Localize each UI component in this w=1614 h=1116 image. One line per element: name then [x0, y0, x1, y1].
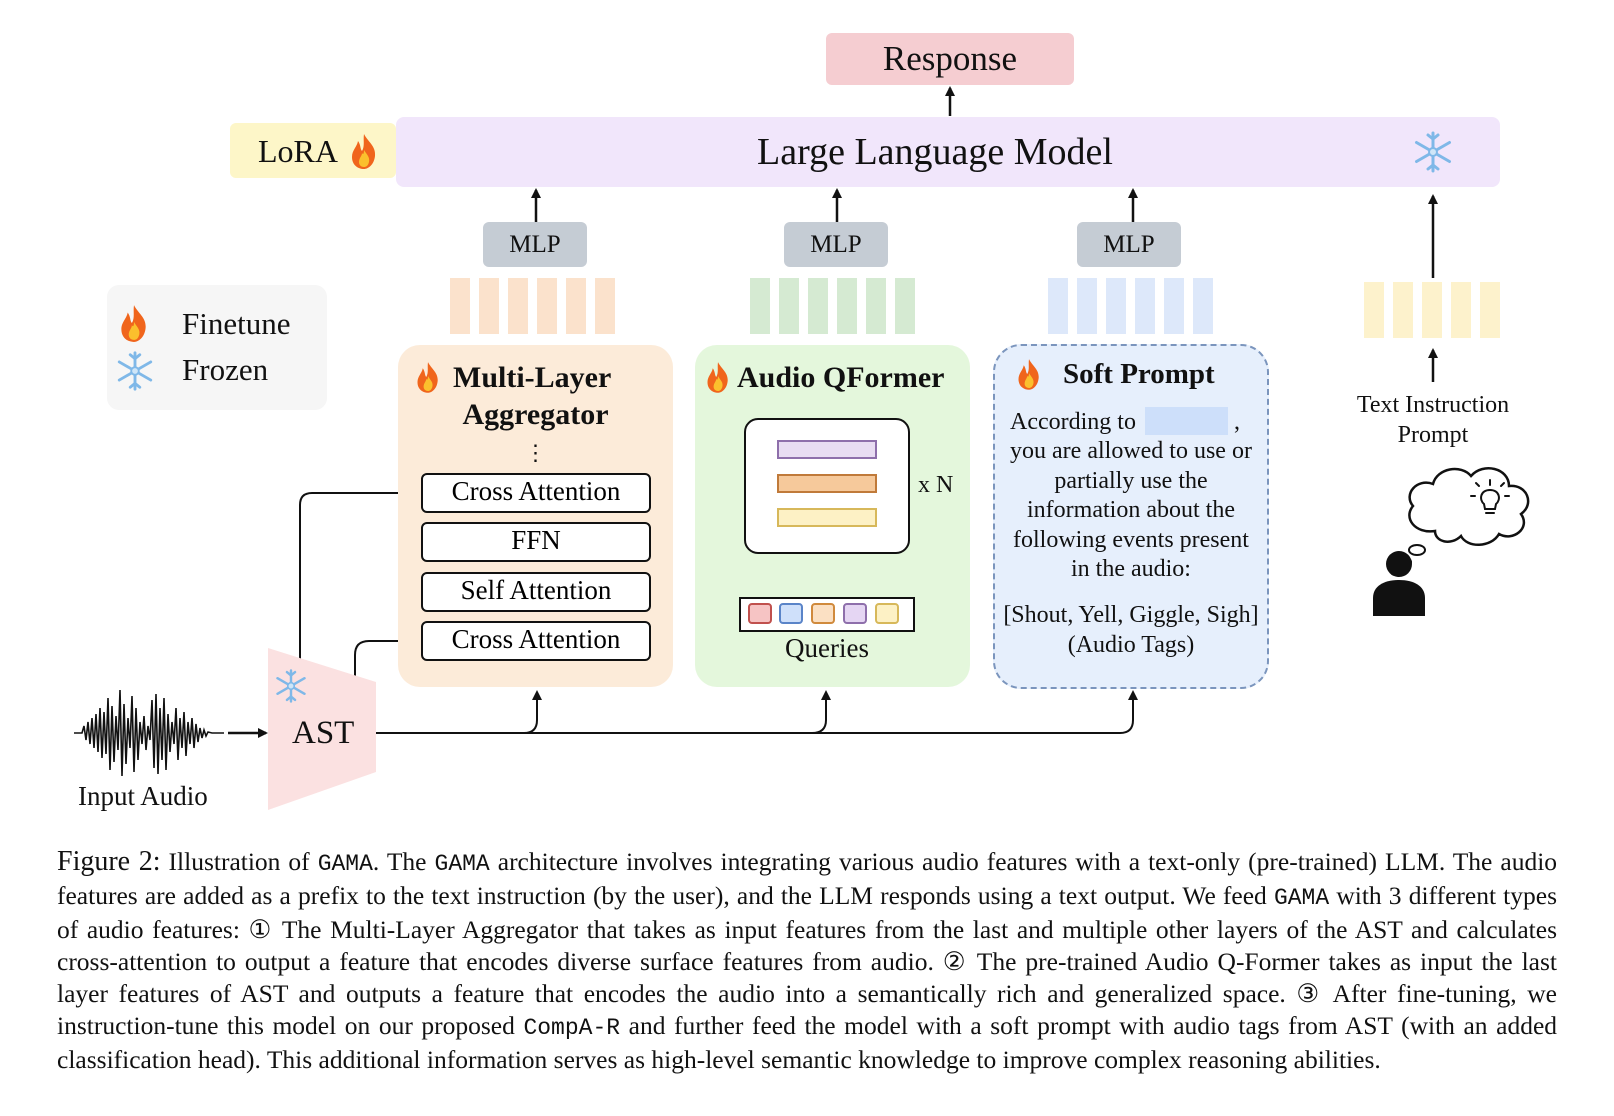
token: [1451, 282, 1471, 338]
cross-attention-layer: Cross Attention: [421, 621, 651, 661]
query-token: [843, 603, 867, 624]
lightbulb-icon: [1470, 479, 1510, 514]
token: [750, 278, 770, 334]
token: [895, 278, 915, 334]
soft-prompt-line: you are allowed to use or: [1010, 438, 1252, 464]
soft-prompt-panel: [993, 344, 1269, 689]
cross-attention-layer: Cross Attention: [421, 473, 651, 513]
query-token: [811, 603, 835, 624]
fire-icon: [417, 362, 438, 393]
qformer-bar-yellow: [777, 508, 877, 527]
tokens-green: [750, 278, 915, 334]
token: [837, 278, 857, 334]
legend-finetune-label: Finetune: [182, 306, 291, 341]
response-box: [826, 33, 1074, 85]
token: [508, 278, 528, 334]
token: [779, 278, 799, 334]
token: [808, 278, 828, 334]
figure-label: Figure 2:: [57, 846, 161, 877]
legend: [107, 285, 327, 410]
qformer-repeat-label: x N: [918, 472, 954, 498]
query-token: [875, 603, 899, 624]
fire-icon: [1018, 359, 1039, 390]
self-attention-layer: Self Attention: [421, 572, 651, 612]
soft-prompt-line1-prefix: According to: [1010, 409, 1136, 435]
response-label: Response: [882, 39, 1018, 78]
token: [1164, 278, 1184, 334]
caption-text: and further feed the model with a soft p…: [57, 1011, 1558, 1074]
token: [479, 278, 499, 334]
text-instruction-line1: Text Instruction: [1356, 392, 1510, 418]
aggregator-title-line2: Aggregator: [462, 398, 609, 431]
figure-caption: Figure 2: Illustration of GAMA. The GAMA…: [57, 846, 1557, 1076]
architecture-diagram: Response LoRA Large Language Model MLP M…: [74, 33, 1530, 811]
compa-r-name: CompA-R: [523, 1015, 621, 1041]
qformer-bar-purple: [777, 440, 877, 459]
waveform-icon: [74, 689, 224, 777]
caption-text: . The: [372, 847, 427, 876]
token: [1193, 278, 1213, 334]
qformer-title: Audio QFormer: [737, 361, 945, 394]
token: [1393, 282, 1413, 338]
aggregator-title-line1: Multi-Layer: [453, 361, 612, 394]
soft-prompt-tags: [Shout, Yell, Giggle, Sigh]: [1003, 602, 1259, 628]
token: [450, 278, 470, 334]
token: [537, 278, 557, 334]
tokens-yellow: [1364, 282, 1500, 338]
fire-icon: [121, 305, 146, 342]
soft-prompt-line1-suffix: ,: [1234, 409, 1240, 435]
token: [866, 278, 886, 334]
input-audio-label: Input Audio: [78, 781, 208, 811]
snowflake-icon: [276, 669, 306, 703]
mlp-box-soft-prompt: [1077, 222, 1181, 267]
soft-prompt-blank: [1145, 407, 1228, 435]
ffn-layer: FFN: [421, 522, 651, 562]
soft-prompt-title: Soft Prompt: [1063, 358, 1215, 390]
ast-label: AST: [292, 715, 355, 751]
caption-text: with 3 different types of audio features…: [57, 881, 1558, 1040]
token: [566, 278, 586, 334]
token: [595, 278, 615, 334]
soft-prompt-line: partially use the: [1054, 468, 1208, 494]
legend-frozen-label: Frozen: [182, 352, 269, 387]
mlp-label: MLP: [509, 231, 561, 258]
query-token: [748, 603, 772, 624]
mlp-label: MLP: [810, 231, 862, 258]
token: [1077, 278, 1097, 334]
gama-name: GAMA: [1273, 885, 1330, 911]
token: [1048, 278, 1068, 334]
token: [1480, 282, 1500, 338]
token: [1422, 282, 1442, 338]
token: [1135, 278, 1155, 334]
snowflake-icon: [117, 351, 153, 391]
caption-text: Illustration of: [168, 847, 310, 876]
mlp-box-qformer: [784, 222, 888, 267]
qformer-bar-orange: [777, 474, 877, 493]
mlp-label: MLP: [1103, 231, 1155, 258]
soft-prompt-line: following events present: [1013, 527, 1249, 553]
soft-prompt-line: in the audio:: [1071, 556, 1191, 582]
aggregator-ellipsis: ⋮: [524, 440, 547, 465]
soft-prompt-line: information about the: [1027, 497, 1235, 523]
mlp-box-aggregator: [483, 222, 587, 267]
person-icon: [1373, 551, 1425, 616]
fire-icon: [352, 134, 376, 169]
llm-box: [396, 117, 1500, 187]
tokens-orange: [450, 278, 615, 334]
text-instruction-line2: Prompt: [1397, 422, 1469, 448]
soft-prompt-tags-label: (Audio Tags): [1067, 632, 1195, 658]
llm-label: Large Language Model: [757, 131, 1113, 173]
snowflake-icon: [1415, 131, 1451, 173]
queries-label: Queries: [785, 633, 869, 663]
fire-icon: [707, 362, 728, 393]
tokens-blue: [1048, 278, 1213, 334]
gama-name: GAMA: [317, 851, 373, 877]
token: [1364, 282, 1384, 338]
query-token: [779, 603, 803, 624]
gama-name: GAMA: [434, 851, 490, 877]
lora-label: LoRA: [258, 133, 338, 169]
token: [1106, 278, 1126, 334]
caption-text: architecture involves integrating variou…: [57, 847, 1558, 910]
